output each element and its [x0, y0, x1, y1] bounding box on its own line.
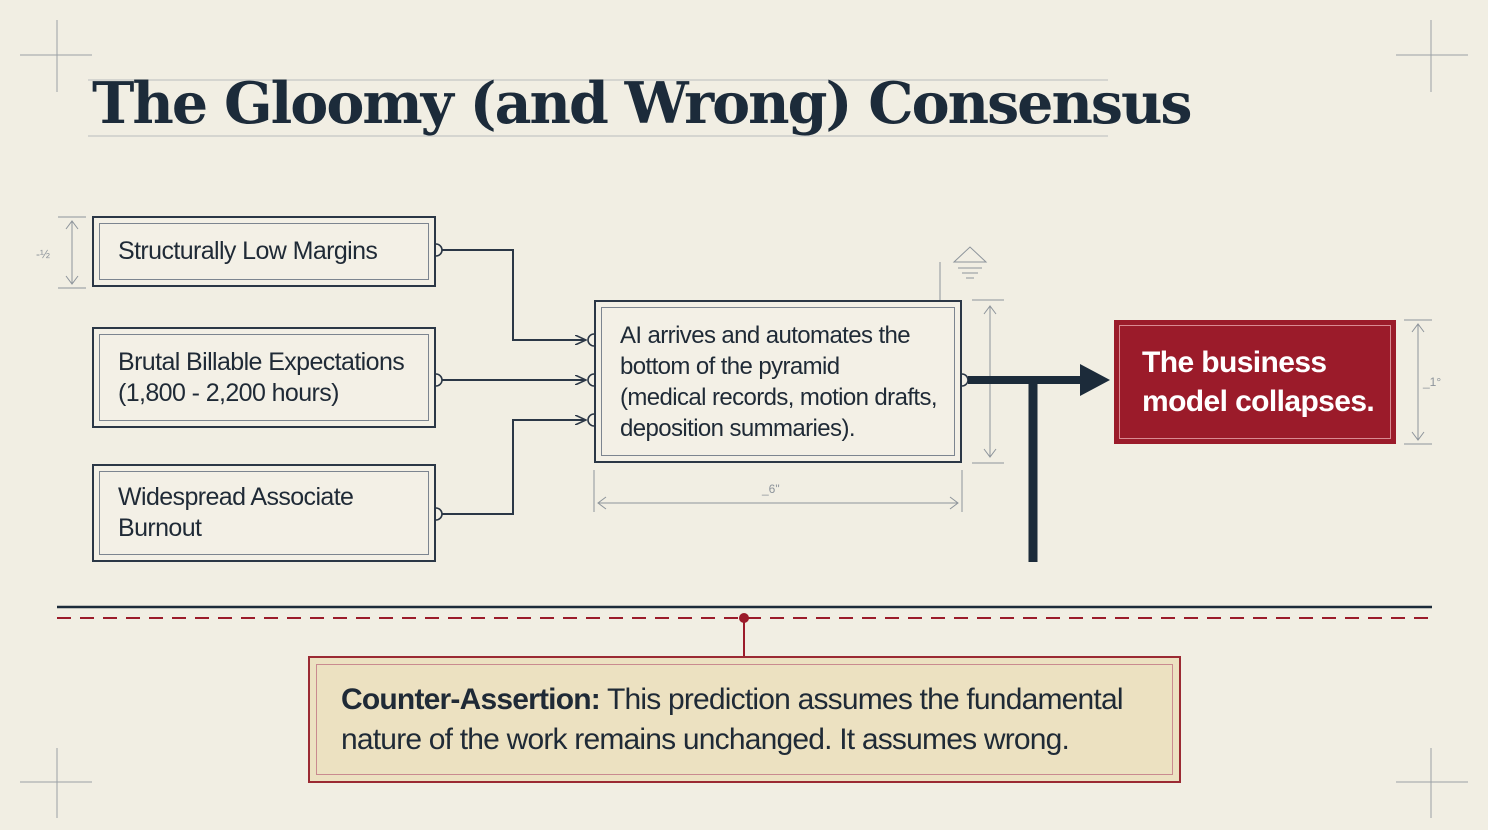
center-dimension-label: _6" [761, 482, 780, 496]
input-box-margins: Structurally Low Margins [92, 216, 436, 287]
counter-assertion-body: This prediction assumes the fundamental … [341, 682, 1124, 756]
dimension-labels: -½ _6" _1° [36, 247, 1441, 496]
outcome-box: The business model collapses. [1114, 320, 1396, 444]
counter-assertion-box: Counter-Assertion: This prediction assum… [308, 656, 1181, 783]
input-label: Widespread Associate Burnout [118, 483, 354, 542]
input-box-burnout: Widespread Associate Burnout [92, 464, 436, 562]
outcome-label: The business model collapses. [1142, 346, 1375, 418]
left-dimension-label: -½ [36, 247, 50, 261]
process-label: AI arrives and automates the bottom of t… [620, 321, 938, 442]
crop-marks [20, 20, 1468, 818]
input-connectors [442, 249, 585, 515]
section-divider [57, 605, 1432, 656]
right-dimension-label: _1° [1422, 375, 1441, 389]
process-box: AI arrives and automates the bottom of t… [594, 300, 962, 463]
counter-assertion-lead: Counter-Assertion: [341, 682, 601, 716]
outcome-arrow [968, 364, 1110, 562]
input-label: Structurally Low Margins [118, 237, 378, 265]
title-guides [88, 79, 1108, 137]
counter-assertion-text: Counter-Assertion: This prediction assum… [310, 680, 1124, 760]
dimension-lines [58, 216, 1432, 512]
page-title: The Gloomy (and Wrong) Consensus [92, 70, 1193, 137]
input-label: Brutal Billable Expectations (1,800 - 2,… [118, 347, 405, 407]
input-box-billable: Brutal Billable Expectations (1,800 - 2,… [92, 327, 436, 428]
